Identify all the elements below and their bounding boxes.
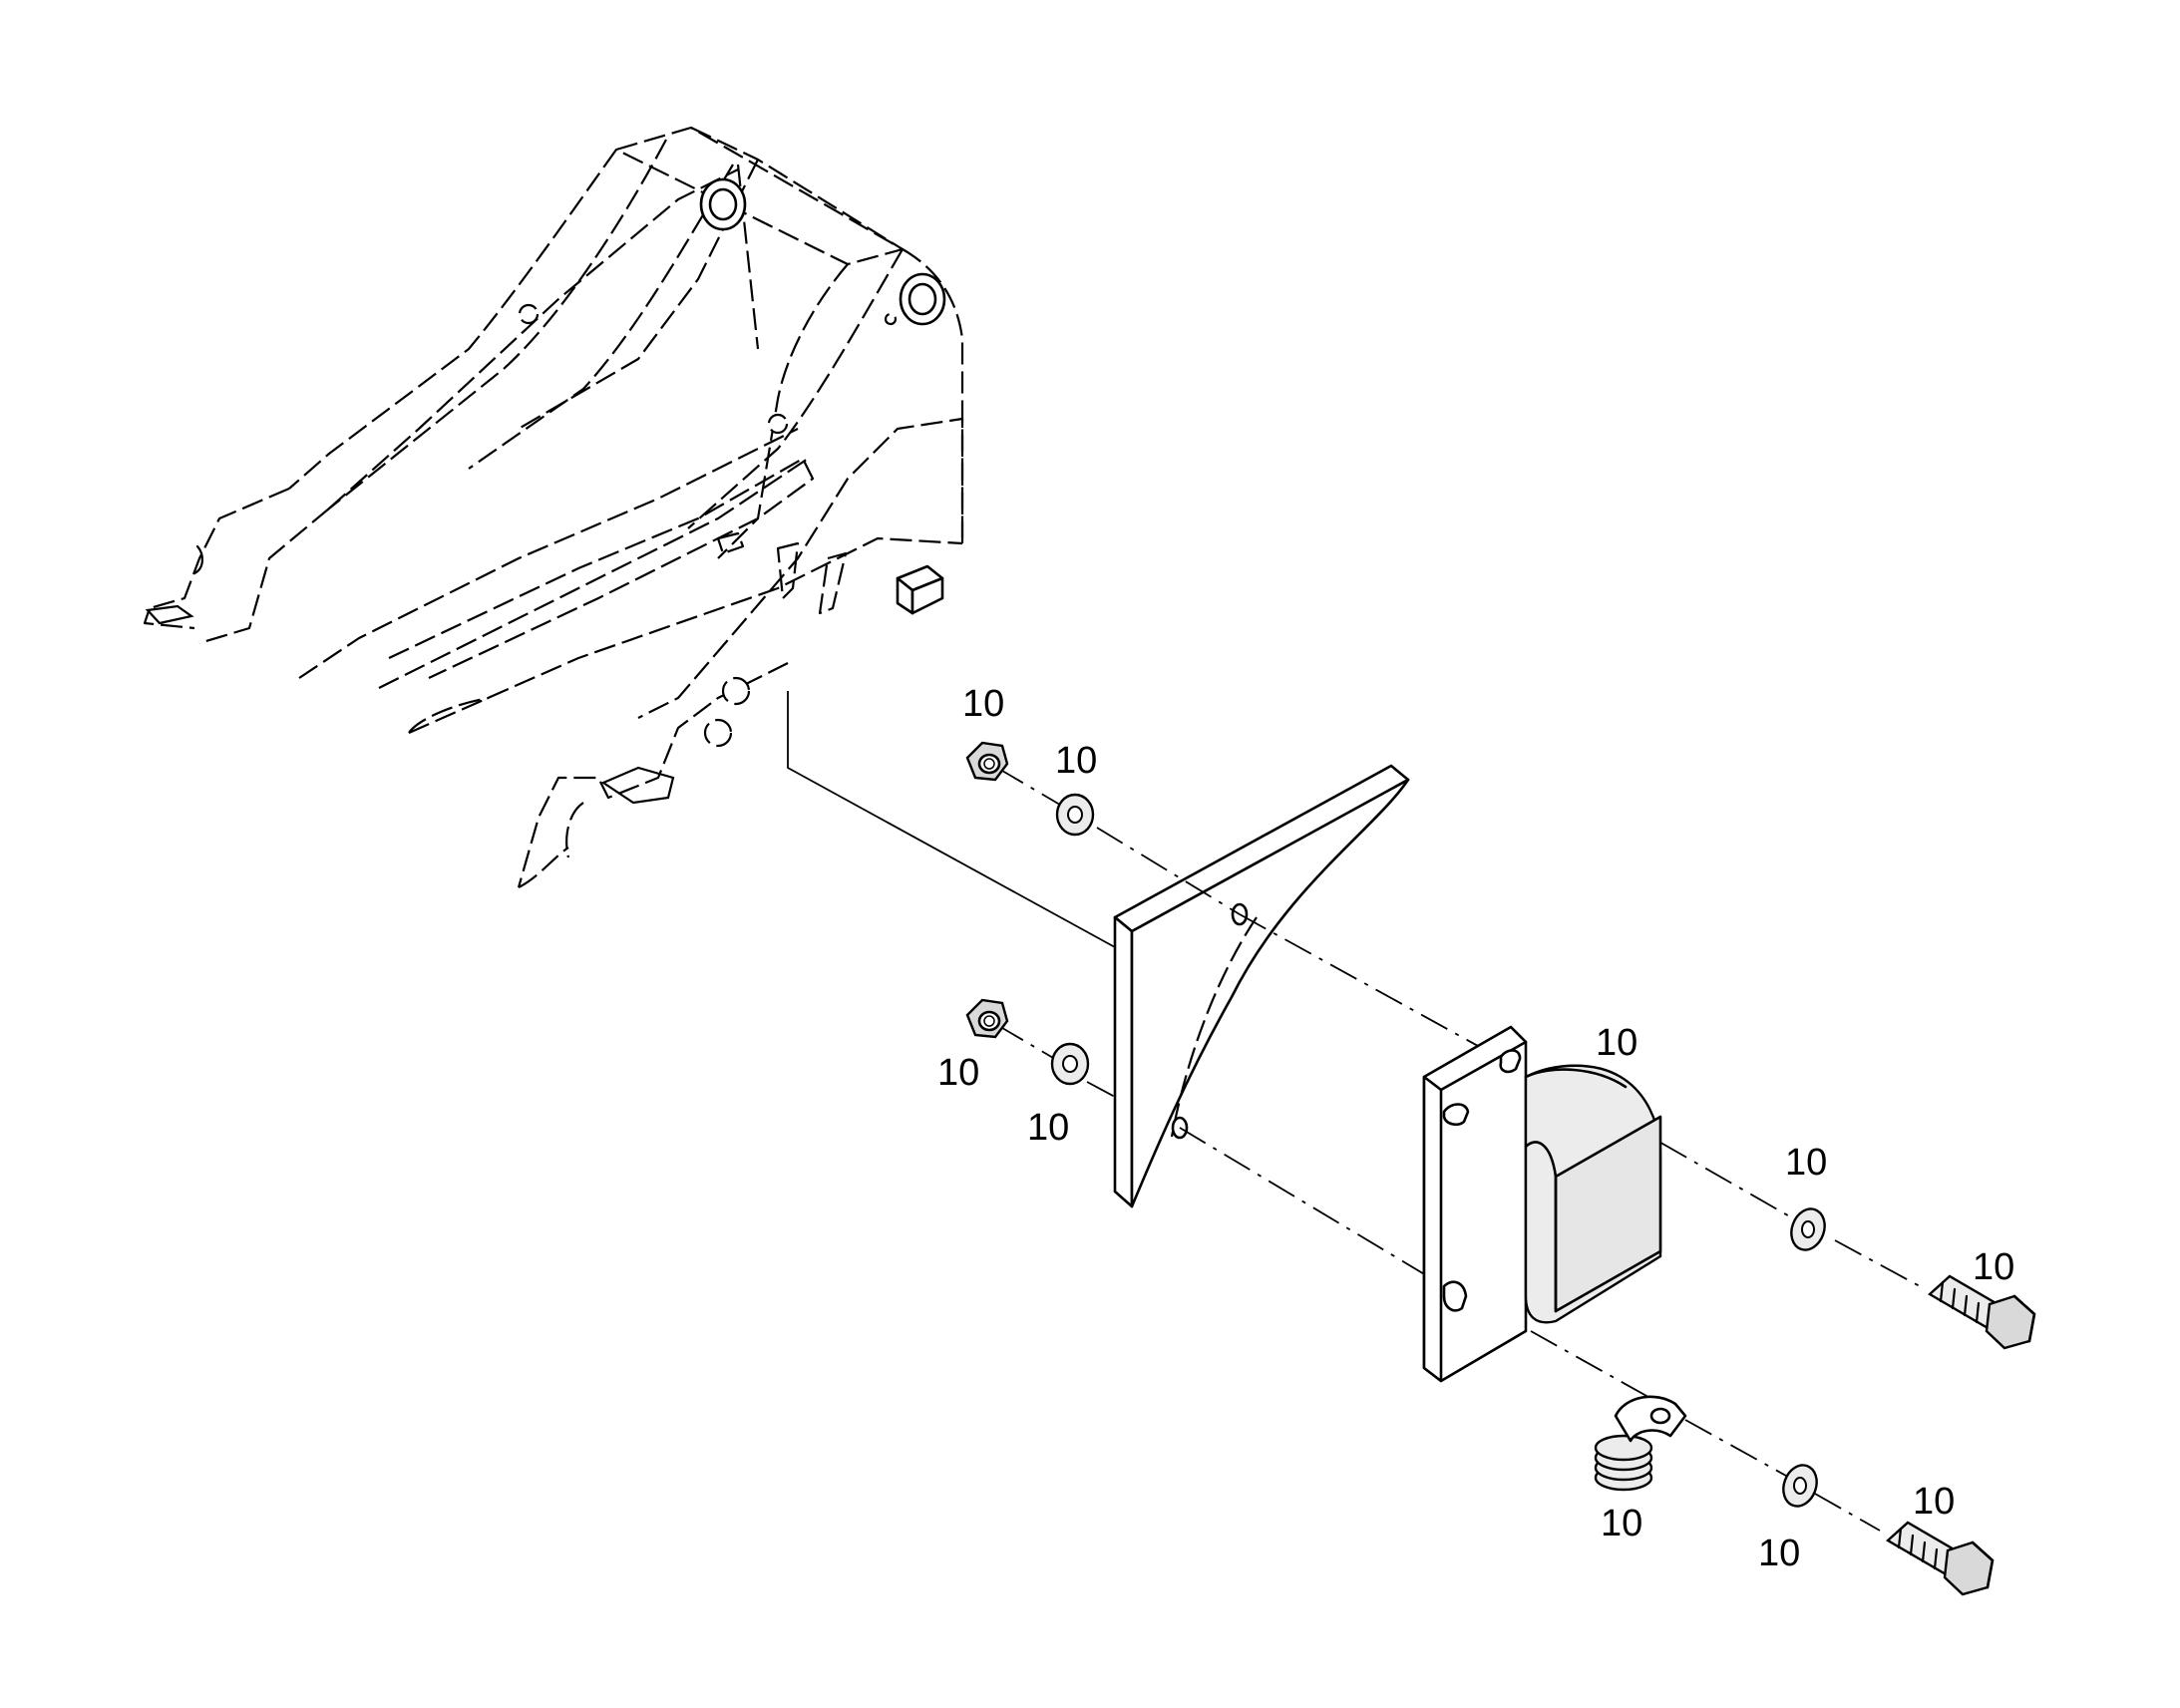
callout-bolt-lower: 10 — [1913, 1481, 1955, 1523]
hex-nut-lower — [965, 998, 1009, 1039]
horn-unit — [1422, 1025, 1662, 1383]
callout-washer-upper: 10 — [1055, 740, 1097, 782]
callout-nut-lower: 10 — [937, 1052, 979, 1094]
cable-clip — [1594, 1395, 1687, 1492]
callout-bolt-upper: 10 — [1973, 1246, 2014, 1288]
loader-frame-phantom — [143, 126, 964, 888]
callout-nut-upper: 10 — [962, 683, 1004, 725]
washer-right-lower — [1782, 1464, 1818, 1508]
bracket-leader-line — [787, 691, 1116, 948]
callout-horn: 10 — [1596, 1022, 1637, 1064]
washer-lower — [1050, 1042, 1090, 1086]
hex-bolt-upper — [1927, 1274, 2036, 1350]
callout-washer-right-lower: 10 — [1758, 1533, 1800, 1574]
mounting-bracket — [1113, 764, 1410, 1208]
washer-right-upper — [1790, 1207, 1826, 1251]
callout-washer-right-upper: 10 — [1785, 1142, 1827, 1184]
hex-bolt-lower — [1885, 1521, 1995, 1596]
callout-washer-lower: 10 — [1027, 1107, 1069, 1149]
callout-cable-clip: 10 — [1601, 1503, 1642, 1544]
washer-upper — [1055, 793, 1095, 837]
hex-nut-upper — [965, 741, 1009, 782]
assembly-leader-lines — [996, 767, 1921, 1532]
